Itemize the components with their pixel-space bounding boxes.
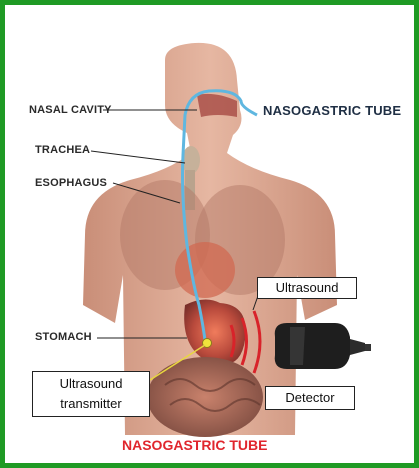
label-trachea: TRACHEA	[35, 144, 90, 156]
leader-trachea	[91, 151, 185, 163]
label-esophagus: ESOPHAGUS	[35, 177, 107, 189]
label-nasogastric-tube-bottom: NASOGASTRIC TUBE	[122, 437, 267, 453]
callout-transmitter: Ultrasound transmitter	[32, 371, 150, 417]
label-nasal-cavity: NASAL CAVITY	[29, 104, 112, 116]
label-stomach: STOMACH	[35, 331, 92, 343]
intestines	[147, 357, 263, 437]
callout-transmitter-line1: Ultrasound	[33, 374, 149, 394]
label-nasogastric-tube-top: NASOGASTRIC TUBE	[263, 103, 401, 118]
detector-device	[275, 323, 371, 369]
callout-transmitter-line2: transmitter	[33, 394, 149, 414]
heart	[175, 242, 235, 298]
callout-detector: Detector	[265, 386, 355, 410]
diagram-stage: NASAL CAVITY TRACHEA ESOPHAGUS STOMACH N…	[5, 5, 414, 463]
callout-ultrasound: Ultrasound	[257, 277, 357, 299]
